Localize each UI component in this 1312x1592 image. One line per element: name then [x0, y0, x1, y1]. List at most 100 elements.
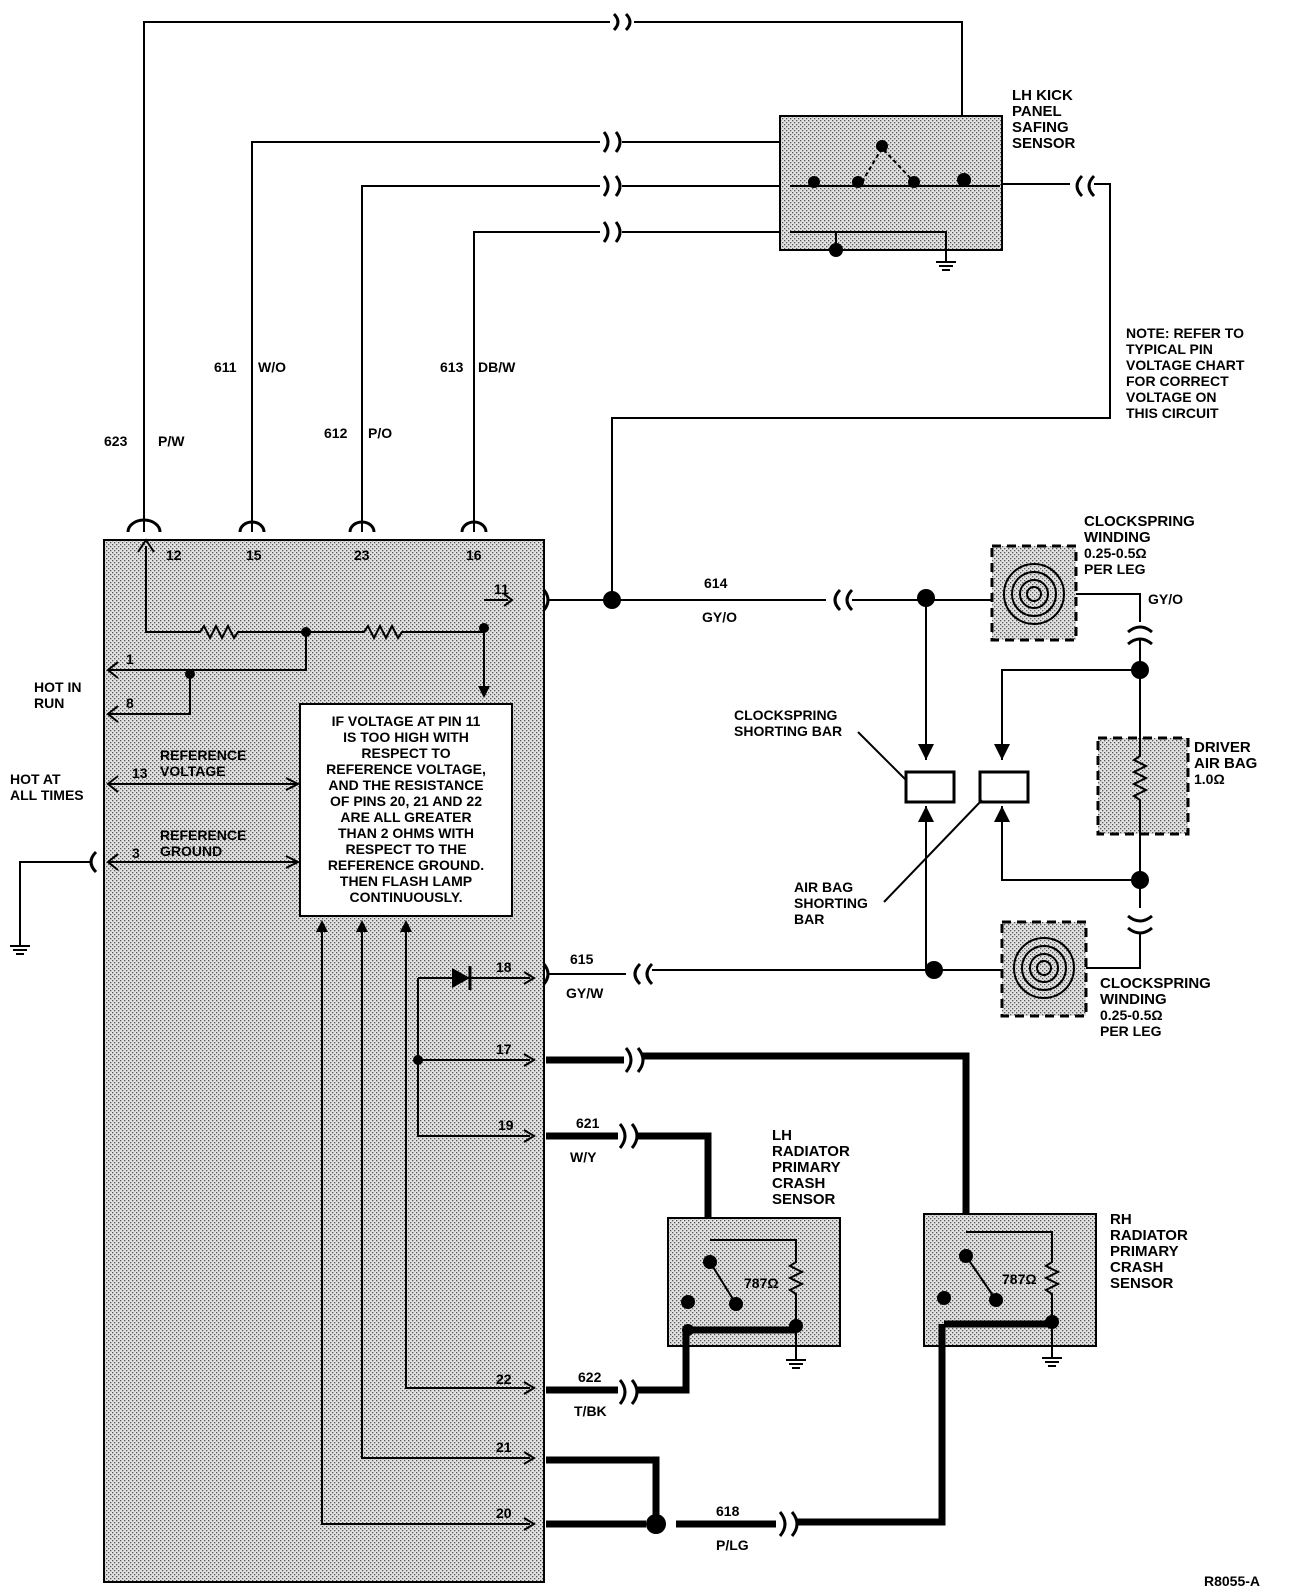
circuit-611: 611 [214, 359, 237, 375]
svg-text:REFERENCE VOLTAGE,: REFERENCE VOLTAGE, [326, 761, 486, 777]
reference-voltage-label: REFERENCE VOLTAGE [160, 747, 246, 779]
clockspring-shorting-bar-label: CLOCKSPRING SHORTING BAR [734, 707, 842, 739]
circuit-618: 618 [716, 1503, 740, 1519]
svg-text:0.25-0.5Ω: 0.25-0.5Ω [1100, 1007, 1163, 1023]
module-logic-note: IF VOLTAGE AT PIN 11 IS TOO HIGH WITH RE… [326, 713, 486, 905]
pin-23-label: 23 [354, 547, 370, 563]
svg-text:SENSOR: SENSOR [772, 1191, 836, 1208]
svg-text:AIR BAG: AIR BAG [794, 879, 853, 895]
circuit-614: 614 [704, 575, 728, 591]
driver-air-bag [1096, 736, 1190, 836]
svg-text:PANEL: PANEL [1012, 103, 1062, 120]
circuit-622-wire [546, 1330, 690, 1405]
pin-17-label: 17 [496, 1041, 512, 1057]
svg-text:CONTINUOUSLY.: CONTINUOUSLY. [349, 889, 462, 905]
svg-text:ARE ALL GREATER: ARE ALL GREATER [340, 809, 471, 825]
pin-22-label: 22 [496, 1371, 512, 1387]
svg-text:THAN 2 OHMS WITH: THAN 2 OHMS WITH [338, 825, 474, 841]
gyo-right-label: GY/O [1148, 591, 1183, 607]
svg-text:THEN FLASH LAMP: THEN FLASH LAMP [340, 873, 472, 889]
circuit-613: 613 [440, 359, 464, 375]
pin-15-label: 15 [246, 547, 262, 563]
circuit-618-wire [546, 1324, 946, 1537]
svg-text:REFERENCE: REFERENCE [160, 747, 246, 763]
circuit-614-color: GY/O [702, 609, 737, 625]
internal-resistor-network [106, 538, 514, 723]
circuit-614-wire [542, 588, 994, 760]
clockspring-shorting-bar [904, 770, 956, 804]
clockspring-bottom-coil [1013, 937, 1075, 999]
svg-text:SHORTING: SHORTING [794, 895, 868, 911]
svg-text:GROUND: GROUND [160, 843, 222, 859]
svg-text:AND THE RESISTANCE: AND THE RESISTANCE [328, 777, 483, 793]
svg-text:IS TOO HIGH WITH: IS TOO HIGH WITH [343, 729, 469, 745]
lh-kick-label: LH KICK PANEL SAFING SENSOR [1012, 87, 1076, 152]
lh-787-resistor: 787Ω [744, 1275, 779, 1291]
svg-text:CLOCKSPRING: CLOCKSPRING [1084, 513, 1195, 530]
svg-text:0.25-0.5Ω: 0.25-0.5Ω [1084, 545, 1147, 561]
svg-text:SHORTING BAR: SHORTING BAR [734, 723, 842, 739]
svg-text:SENSOR: SENSOR [1110, 1275, 1174, 1292]
svg-text:RH: RH [1110, 1211, 1132, 1228]
svg-text:REFERENCE GROUND.: REFERENCE GROUND. [328, 857, 484, 873]
lh-sensor-internals [681, 1239, 805, 1350]
svg-text:CRASH: CRASH [772, 1175, 825, 1192]
circuit-618-color: P/LG [716, 1537, 749, 1553]
svg-text:DRIVER: DRIVER [1194, 739, 1251, 756]
safing-sensor-internals [790, 140, 1000, 257]
air-bag-shorting-bar-label: AIR BAG SHORTING BAR [794, 879, 868, 927]
rh-787-resistor: 787Ω [1002, 1271, 1037, 1287]
svg-text:PRIMARY: PRIMARY [772, 1159, 841, 1176]
circuit-613-color: DB/W [478, 359, 516, 375]
svg-text:1.0Ω: 1.0Ω [1194, 771, 1225, 787]
module-logic-note-box [299, 703, 513, 917]
svg-text:TYPICAL PIN: TYPICAL PIN [1126, 341, 1213, 357]
svg-text:RESPECT TO THE: RESPECT TO THE [345, 841, 466, 857]
rh-radiator-label: RH RADIATOR PRIMARY CRASH SENSOR [1110, 1211, 1188, 1292]
circuit-pin17-wire [546, 1047, 970, 1230]
pin-1-label: 1 [126, 651, 134, 667]
circuit-621-wire [546, 1123, 712, 1240]
svg-text:FOR CORRECT: FOR CORRECT [1126, 373, 1229, 389]
svg-text:RUN: RUN [34, 695, 64, 711]
svg-text:VOLTAGE: VOLTAGE [160, 763, 226, 779]
svg-text:CLOCKSPRING: CLOCKSPRING [734, 707, 838, 723]
top-wires [143, 12, 963, 532]
svg-text:CRASH: CRASH [1110, 1259, 1163, 1276]
circuit-622: 622 [578, 1369, 602, 1385]
circuit-615-color: GY/W [566, 985, 604, 1001]
circuit-621-color: W/Y [570, 1149, 597, 1165]
pin-8-label: 8 [126, 695, 134, 711]
svg-text:RADIATOR: RADIATOR [772, 1143, 850, 1160]
clockspring-top-label: CLOCKSPRING WINDING 0.25-0.5Ω PER LEG [1084, 513, 1195, 577]
pin-18-label: 18 [496, 959, 512, 975]
circuit-623-color: P/W [158, 433, 185, 449]
svg-text:VOLTAGE ON: VOLTAGE ON [1126, 389, 1216, 405]
svg-text:THIS CIRCUIT: THIS CIRCUIT [1126, 405, 1219, 421]
svg-text:REFERENCE: REFERENCE [160, 827, 246, 843]
svg-text:OF PINS 20, 21 AND 22: OF PINS 20, 21 AND 22 [330, 793, 482, 809]
circuit-623: 623 [104, 433, 128, 449]
pin-11-label: 11 [494, 581, 509, 597]
svg-text:WINDING: WINDING [1100, 991, 1167, 1008]
pin-16-label: 16 [466, 547, 482, 563]
top-pin-connectors [126, 518, 488, 533]
pin-13-label: 13 [132, 765, 148, 781]
svg-text:BAR: BAR [794, 911, 824, 927]
svg-text:HOT IN: HOT IN [34, 679, 81, 695]
circuit-615-wire [542, 961, 1002, 986]
circuit-622-color: T/BK [574, 1403, 607, 1419]
pin-3-label: 3 [132, 845, 140, 861]
svg-text:PRIMARY: PRIMARY [1110, 1243, 1179, 1260]
air-bag-shorting-bar [978, 770, 1030, 804]
svg-text:PER LEG: PER LEG [1100, 1023, 1162, 1039]
circuit-615: 615 [570, 951, 594, 967]
note-refer: NOTE: REFER TO TYPICAL PIN VOLTAGE CHART… [1126, 325, 1245, 421]
circuit-621: 621 [576, 1115, 600, 1131]
svg-text:HOT AT: HOT AT [10, 771, 61, 787]
svg-text:LH KICK: LH KICK [1012, 87, 1073, 104]
svg-text:VOLTAGE CHART: VOLTAGE CHART [1126, 357, 1245, 373]
circuit-612: 612 [324, 425, 348, 441]
circuit-612-color: P/O [368, 425, 392, 441]
